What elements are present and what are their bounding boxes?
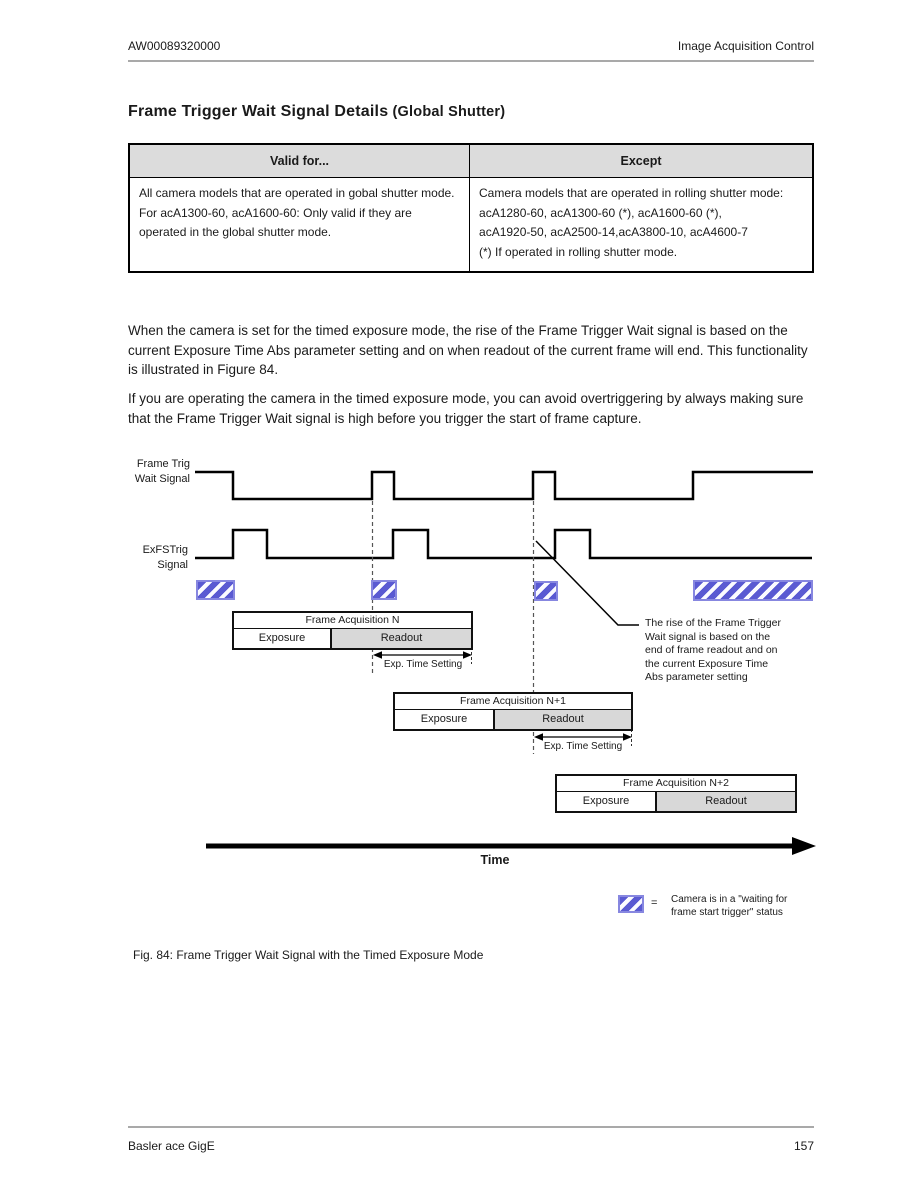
frame-acquisition-n2-title: Frame Acquisition N+2 [557,776,795,792]
waiting-status-box-1 [196,580,235,600]
exp-time-setting-label-n: Exp. Time Setting [383,659,463,670]
waiting-status-box-2 [371,580,397,600]
frame-acquisition-n-block: Frame Acquisition N Exposure Readout [232,611,473,650]
validity-table-header-valid-for: Valid for... [130,145,471,177]
validity-table-cell-except: Camera models that are operated in rolli… [479,186,784,259]
validity-table-cell-valid-for: All camera models that are operated in g… [130,178,471,271]
figure-caption: Fig. 84: Frame Trigger Wait Signal with … [133,948,484,962]
waiting-status-box-3 [534,581,558,601]
callout-leader-line [535,540,639,626]
valid-for-paragraph-2: For acA1300-60, acA1600-60: Only valid i… [139,205,412,240]
footer-page-number: 157 [793,1139,814,1153]
body-paragraph-1: When the camera is set for the timed exp… [128,323,808,377]
waiting-status-box-4 [693,580,813,601]
frame-acquisition-n2-readout: Readout [657,792,795,811]
valid-for-paragraph-1: All camera models that are operated in g… [139,186,455,200]
frame-acquisition-n-readout: Readout [332,629,471,648]
section-title: Frame Trigger Wait Signal Details (Globa… [128,103,505,121]
time-axis-arrowhead [792,837,816,855]
section-title-suffix: (Global Shutter) [388,104,506,120]
body-paragraph-2: If you are operating the camera in the t… [128,391,804,426]
exfstrig-waveform [195,528,812,560]
validity-table-header-row: Valid for... Except [130,145,812,178]
legend-text: Camera is in a "waiting for frame start … [671,894,788,918]
frame-trig-wait-waveform [195,470,813,501]
frame-acquisition-n1-exposure: Exposure [395,710,495,729]
footer-doc-title: Basler ace GigE [128,1139,215,1153]
validity-table-header-except: Except [620,154,662,168]
header-rule [128,60,814,62]
time-axis-label: Time [480,853,510,867]
header-doc-number: AW00089320000 [128,39,221,53]
frame-acquisition-n2-exposure: Exposure [557,792,657,811]
frame-acquisition-n-exposure: Exposure [234,629,332,648]
frame-acquisition-n1-title: Frame Acquisition N+1 [395,694,631,710]
legend-equals-sign: = [651,897,658,909]
exp-time-setting-label-n1: Exp. Time Setting [543,741,623,752]
rise-explanation-callout: The rise of the Frame Trigger Wait signa… [645,617,781,683]
exfstrig-label: ExFSTrig Signal [142,544,188,571]
legend-hatch-swatch [618,895,644,913]
validity-table: Valid for... Except All camera models th… [128,143,814,273]
frame-acquisition-n1-block: Frame Acquisition N+1 Exposure Readout [393,692,633,731]
frame-acquisition-n1-readout: Readout [495,710,631,729]
frame-trig-wait-label: Frame Trig Wait Signal [134,458,190,485]
frame-acquisition-n-title: Frame Acquisition N [234,613,471,629]
header-chapter: Image Acquisition Control [677,39,814,53]
footer-rule [128,1126,814,1128]
section-title-main: Frame Trigger Wait Signal Details [128,103,389,120]
timing-diagram-lines [195,470,816,855]
frame-acquisition-n2-block: Frame Acquisition N+2 Exposure Readout [555,774,797,813]
validity-table-body-row: All camera models that are operated in g… [130,178,812,271]
